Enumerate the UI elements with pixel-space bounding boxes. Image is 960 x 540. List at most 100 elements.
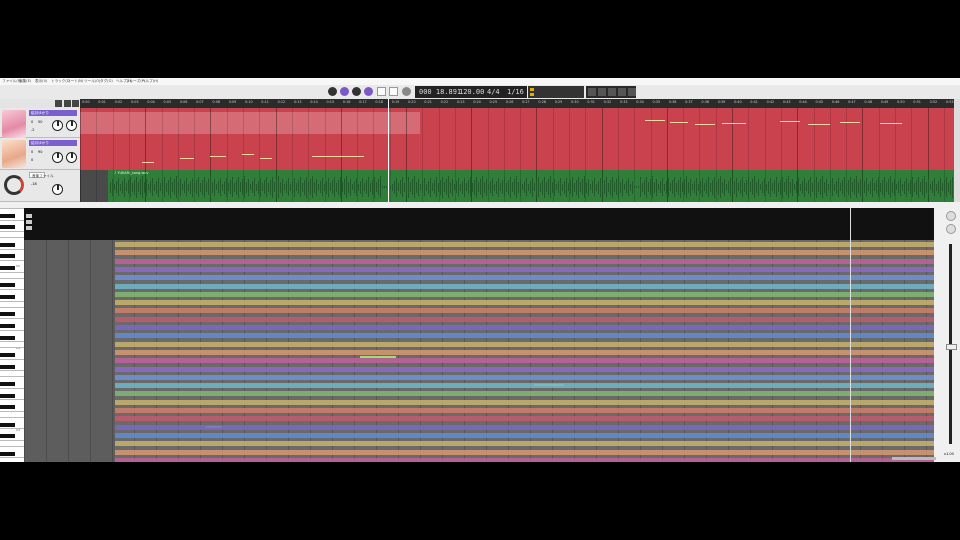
black-key[interactable] [0,382,15,386]
black-key[interactable] [0,324,15,328]
key-marker[interactable] [26,226,32,230]
track-name[interactable]: 結月ゆかり [29,110,77,116]
menu-view[interactable]: 表示(V) [35,79,48,83]
menu-edit[interactable]: 編集(E) [19,79,32,83]
white-key[interactable] [0,411,24,412]
zoom-out-icon[interactable] [946,224,956,234]
black-key[interactable] [0,434,15,439]
tempo-marker[interactable] [26,214,32,218]
white-key[interactable] [0,376,24,378]
white-key[interactable] [0,219,24,221]
black-key[interactable] [0,242,15,247]
black-key[interactable] [0,353,15,357]
white-key[interactable] [0,457,24,459]
black-key[interactable] [0,213,15,218]
sync-button[interactable] [402,87,411,96]
record-button[interactable] [352,87,361,96]
beat-display[interactable]: 4/4 [487,88,500,96]
loop-button[interactable] [364,87,373,96]
white-key[interactable] [0,318,24,320]
white-key[interactable] [0,300,24,302]
menu-phrase[interactable]: フレーズ(P) [126,79,146,83]
volume-knob[interactable] [52,120,63,131]
splitter[interactable] [0,202,960,208]
white-key[interactable] [0,370,24,372]
quantize-display[interactable]: 1/16 [507,88,524,96]
metronome-button[interactable] [377,87,386,96]
white-key[interactable] [0,440,24,441]
tempo-display[interactable]: 120.00 [459,88,485,96]
black-key[interactable] [0,266,15,270]
black-key[interactable] [0,405,15,410]
track-up-button[interactable] [64,100,71,107]
pan-knob[interactable] [66,120,77,131]
add-track-button[interactable] [55,100,62,107]
white-key[interactable] [0,399,24,401]
beat-marker[interactable] [26,220,32,224]
track-panel-2[interactable]: 結月ゆかり 0 90 0 [0,138,80,170]
white-key[interactable] [0,208,24,209]
play-button[interactable] [340,87,349,96]
black-key[interactable] [0,335,15,340]
menu-tools[interactable]: ツール(O) [84,79,101,83]
white-key[interactable] [0,347,24,349]
track-scrollbar[interactable] [954,99,960,280]
black-key[interactable] [0,312,15,317]
white-key[interactable] [0,341,24,343]
menu-file[interactable]: ファイル(F) [2,79,22,83]
stop-button[interactable] [328,87,337,96]
volume-knob[interactable] [52,152,63,163]
track-name[interactable]: 結月ゆかり [29,140,77,146]
menu-tag[interactable]: タグ(G) [100,79,113,83]
white-key[interactable] [0,289,24,291]
white-key[interactable] [0,306,24,308]
playhead[interactable] [388,99,389,202]
black-key[interactable] [0,451,15,456]
black-key[interactable] [0,295,15,299]
black-key[interactable] [0,364,15,369]
black-key[interactable] [0,393,15,398]
eraser-tool-icon[interactable] [618,88,626,96]
track-down-button[interactable] [72,100,79,107]
track-panel-3[interactable]: 音楽ファイル -18 [0,170,80,202]
volume-knob[interactable] [52,184,63,195]
track-name[interactable]: 音楽ファイル [29,172,54,178]
pan-knob[interactable] [66,152,77,163]
zoom-in-icon[interactable] [946,211,956,221]
white-key[interactable] [0,260,24,262]
slider-handle[interactable] [946,344,957,350]
white-key[interactable] [0,237,24,238]
knife-tool-icon[interactable] [628,88,636,96]
white-key[interactable] [0,428,24,430]
piano-keyboard[interactable]: C5 C4 C3 [0,208,24,462]
menu-help[interactable]: ヘルプ(H) [116,79,133,83]
menu-note[interactable]: ノート(N) [67,79,84,83]
pointer-tool-icon[interactable] [588,88,596,96]
black-key[interactable] [0,225,15,230]
pencil-tool-icon[interactable] [598,88,606,96]
track-panel-1[interactable]: 結月ゆかり 0 50 -2 [0,108,80,138]
menu-help-2[interactable]: ヘルプ(H) [142,79,159,83]
menu-track[interactable]: トラック(T) [51,79,71,83]
horizontal-zoom-slider[interactable] [892,457,936,460]
follow-button[interactable] [389,87,398,96]
black-key[interactable] [0,254,15,259]
white-key[interactable] [0,445,24,447]
white-key[interactable] [0,387,24,389]
line-tool-icon[interactable] [608,88,616,96]
white-key[interactable] [0,277,24,279]
black-key[interactable] [0,283,15,288]
white-key[interactable] [0,416,24,418]
track-lane-3[interactable]: ♪ YUKARI_song.wav [80,170,954,202]
white-key[interactable] [0,231,24,233]
note[interactable] [360,356,396,358]
white-key[interactable] [0,248,24,250]
white-key[interactable] [0,329,24,331]
note-grid[interactable] [24,240,934,462]
white-key[interactable] [0,358,24,360]
white-key[interactable] [0,271,24,273]
track-lane-1[interactable] [80,108,954,138]
track-lane-2[interactable] [80,138,954,170]
black-key[interactable] [0,422,15,427]
